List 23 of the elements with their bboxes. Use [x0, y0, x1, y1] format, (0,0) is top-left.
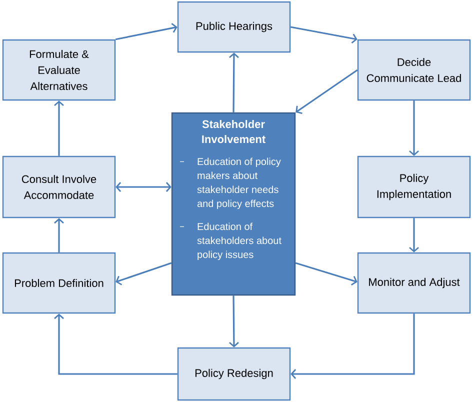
arrow — [116, 182, 172, 192]
arrow — [290, 26, 358, 44]
arrow — [116, 262, 172, 286]
arrow — [409, 218, 419, 252]
arrow — [54, 218, 64, 252]
arrow — [296, 69, 358, 114]
arrow — [229, 296, 239, 348]
arrow — [295, 262, 358, 286]
arrow — [54, 314, 178, 375]
process-box: Public Hearings — [177, 1, 291, 53]
process-box: Formulate & Evaluate Alternatives — [2, 39, 116, 101]
arrow — [290, 314, 415, 379]
process-box: Monitor and Adjust — [357, 252, 471, 314]
process-box: Policy Implementation — [357, 156, 471, 218]
arrow — [229, 52, 239, 112]
process-box: Decide Communicate Lead — [357, 39, 471, 101]
process-box: Consult Involve Accommodate — [2, 156, 116, 218]
arrow — [115, 23, 178, 40]
arrow — [409, 100, 419, 156]
process-box: Policy Redesign — [177, 347, 291, 401]
arrow — [54, 100, 64, 156]
process-box: Problem Definition — [2, 252, 116, 314]
stakeholder-box: Stakeholder Involvement Education of policy makers about stakeholder needs and policy effects Education of stakeholders about policy issues — [171, 112, 296, 296]
